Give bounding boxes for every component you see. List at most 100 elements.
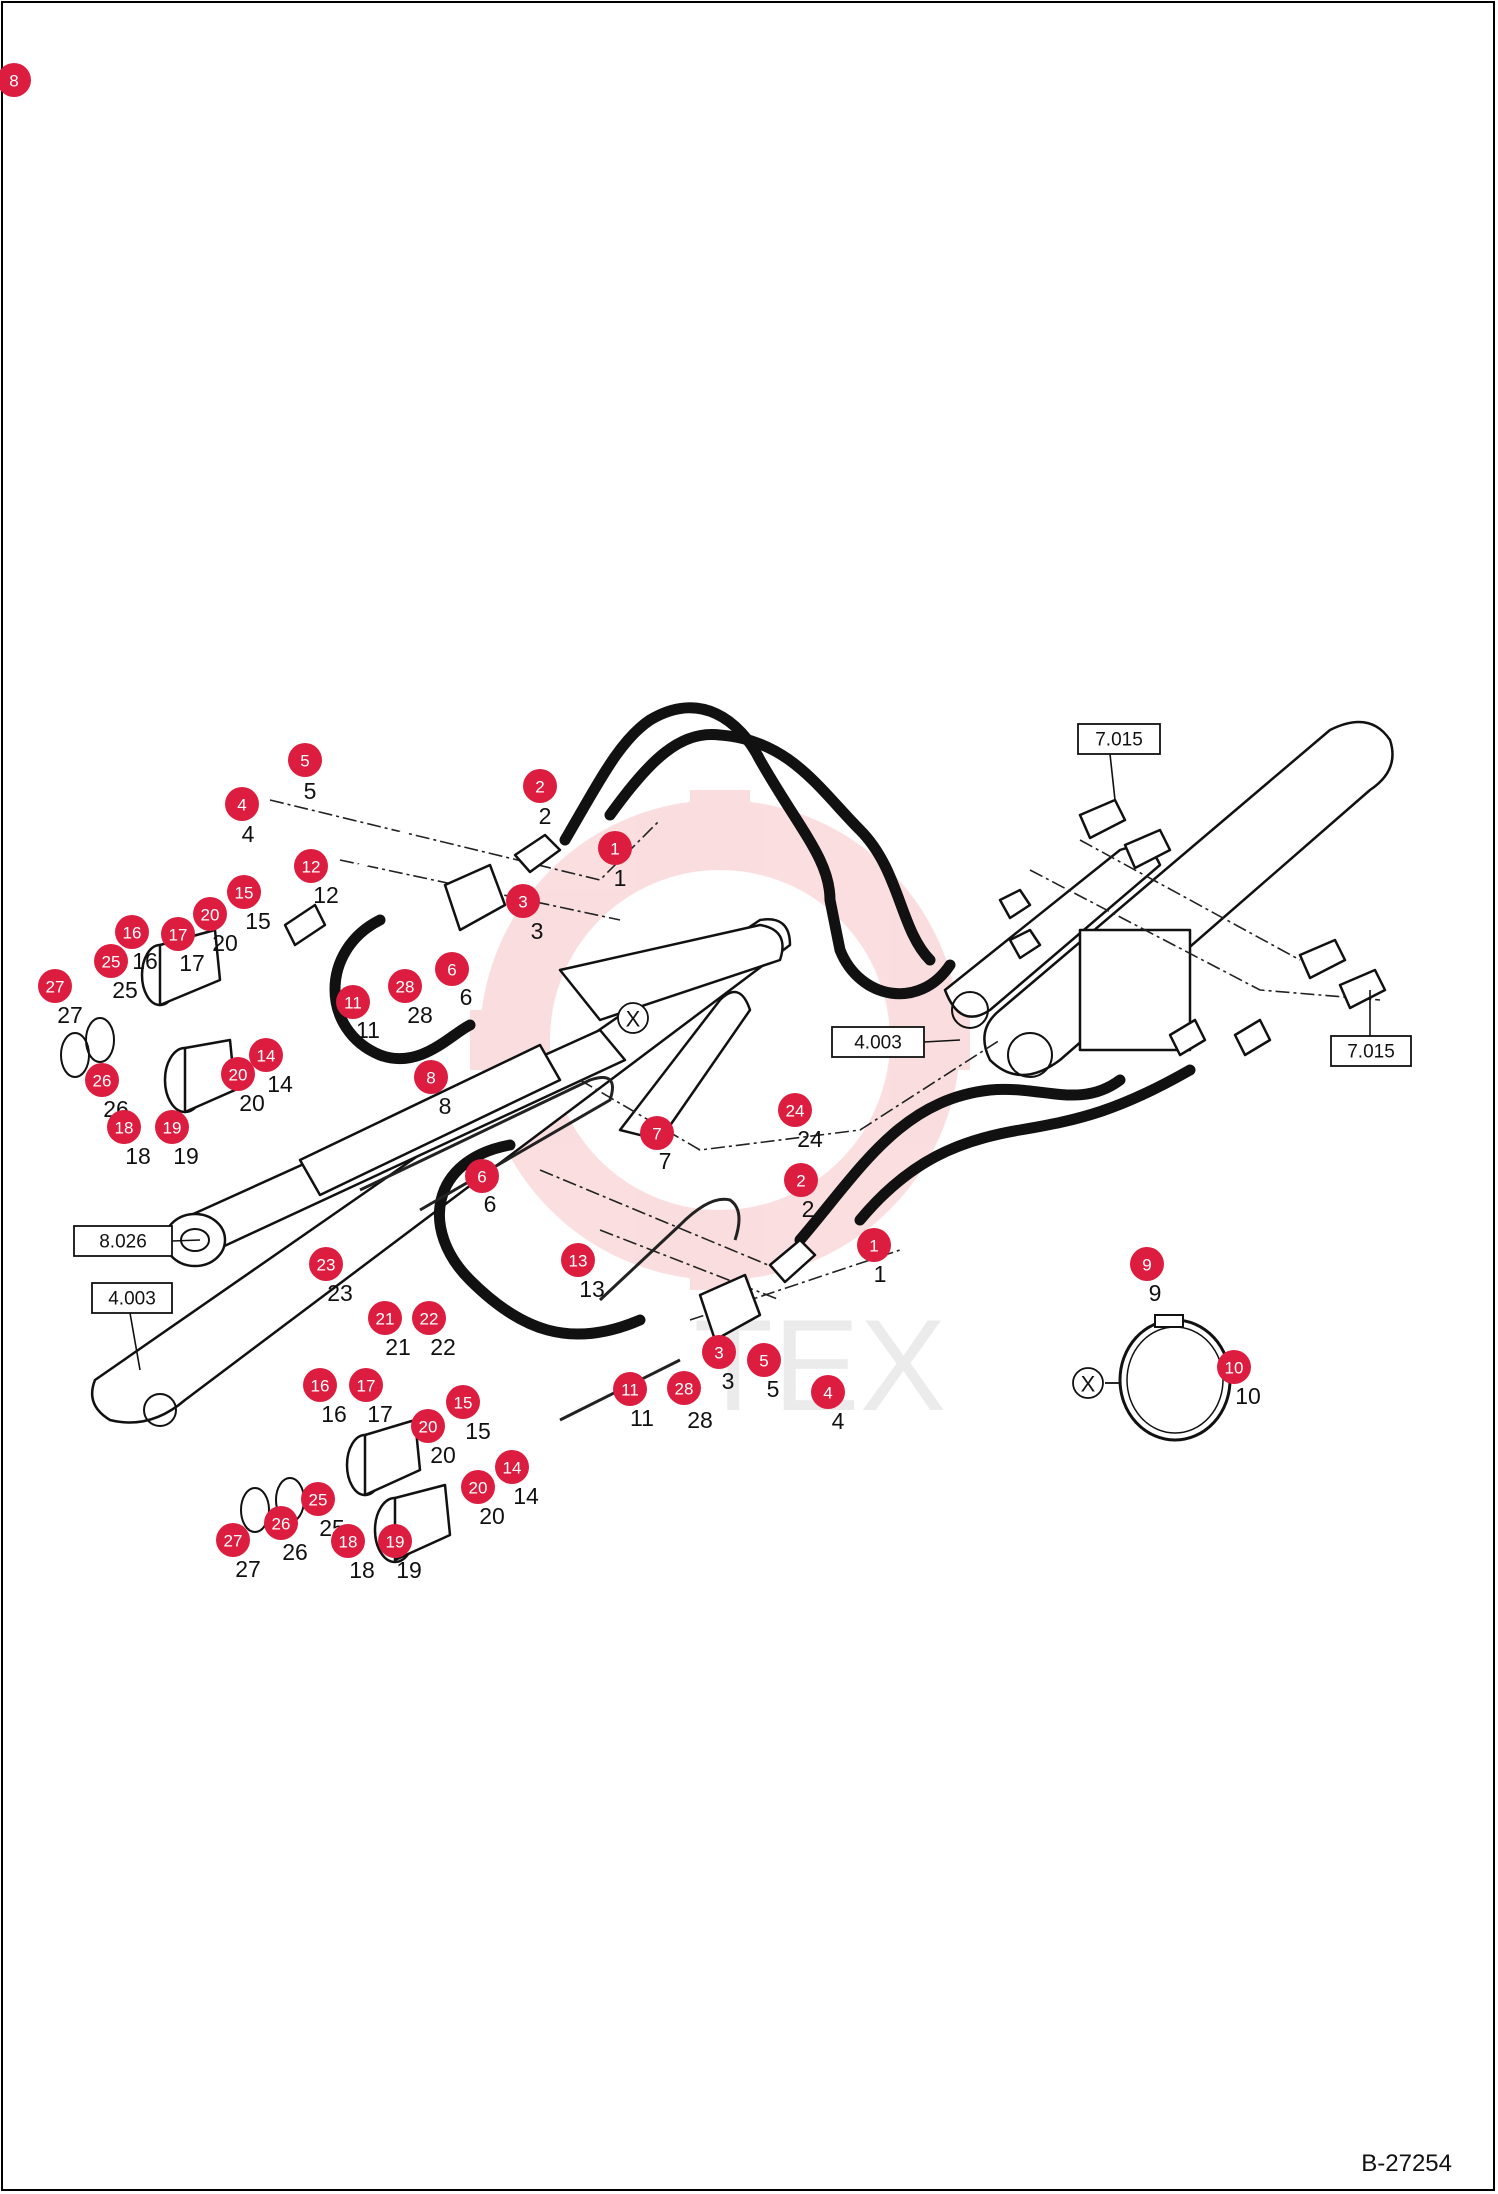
- callout-marker-3-bot[interactable]: 3: [702, 1335, 736, 1369]
- callout-marker-14-bot[interactable]: 14: [495, 1450, 529, 1484]
- part-number-label: 22: [430, 1334, 456, 1360]
- callout-marker-20-bot-b[interactable]: 20: [461, 1470, 495, 1504]
- callout-marker-8-corner[interactable]: 8: [0, 63, 31, 97]
- part-number-label: 26: [282, 1539, 308, 1565]
- callout-number: 25: [102, 953, 121, 972]
- callout-marker-8-mid[interactable]: 8: [414, 1060, 448, 1094]
- callout-marker-25-top[interactable]: 25: [94, 944, 128, 978]
- reference-box-4003-mid: 4.003: [831, 1026, 961, 1058]
- reference-box-label: 4.003: [108, 1289, 156, 1310]
- callout-marker-17-bot[interactable]: 17: [349, 1368, 383, 1402]
- part-number-label: 2: [802, 1196, 815, 1222]
- callout-marker-4-top[interactable]: 4: [225, 787, 259, 821]
- callout-number: 25: [309, 1491, 328, 1510]
- callout-marker-5-top[interactable]: 5: [288, 743, 322, 777]
- callout-marker-20-bot-a[interactable]: 20: [411, 1409, 445, 1443]
- callout-marker-13[interactable]: 13: [561, 1243, 595, 1277]
- callout-marker-4-bot[interactable]: 4: [811, 1375, 845, 1409]
- callout-number: 27: [224, 1532, 243, 1551]
- callout-marker-7[interactable]: 7: [640, 1116, 674, 1150]
- reference-box-7015-right: 7.015: [1330, 990, 1412, 1067]
- callout-number: 1: [610, 840, 619, 859]
- callout-number: 7: [652, 1125, 661, 1144]
- callout-marker-16-top[interactable]: 16: [115, 915, 149, 949]
- view-x-marker-detail: X: [1072, 1367, 1104, 1399]
- callout-marker-27-top[interactable]: 27: [38, 969, 72, 1003]
- part-number-label: 9: [1149, 1280, 1162, 1306]
- callout-marker-3-top[interactable]: 3: [506, 884, 540, 918]
- callout-number: 11: [621, 1381, 639, 1400]
- callout-marker-24[interactable]: 24: [778, 1093, 812, 1127]
- callout-marker-16-bot[interactable]: 16: [303, 1368, 337, 1402]
- callout-marker-9[interactable]: 9: [1130, 1247, 1164, 1281]
- part-number-label: 2: [539, 803, 552, 829]
- callout-marker-27-bot[interactable]: 27: [216, 1523, 250, 1557]
- callout-marker-15-top[interactable]: 15: [227, 875, 261, 909]
- callout-marker-11-top[interactable]: 11: [336, 985, 370, 1019]
- part-number-label: 1: [614, 865, 627, 891]
- callout-number: 17: [169, 926, 188, 945]
- callout-marker-1-top[interactable]: 1: [598, 831, 632, 865]
- callout-number: 19: [386, 1533, 405, 1552]
- callout-number: 12: [302, 858, 321, 877]
- part-number-label: 18: [125, 1143, 151, 1169]
- callout-marker-26-bot[interactable]: 26: [264, 1506, 298, 1540]
- callout-marker-2-mid[interactable]: 2: [784, 1163, 818, 1197]
- part-number-label: 16: [132, 948, 158, 974]
- callout-marker-21[interactable]: 21: [368, 1301, 402, 1335]
- callout-marker-28-bot[interactable]: 28: [667, 1371, 701, 1405]
- callout-marker-15-bot[interactable]: 15: [446, 1385, 480, 1419]
- callout-number: 17: [357, 1377, 376, 1396]
- callout-marker-5-bot[interactable]: 5: [747, 1343, 781, 1377]
- part-number-label: 3: [722, 1368, 735, 1394]
- callout-marker-18-bot[interactable]: 18: [331, 1524, 365, 1558]
- boom-cylinder: [163, 1028, 627, 1268]
- callout-marker-14-top[interactable]: 14: [249, 1038, 283, 1072]
- callout-marker-1-mid[interactable]: 1: [857, 1228, 891, 1262]
- callout-marker-20-top-a[interactable]: 20: [193, 897, 227, 931]
- callout-marker-25-bot[interactable]: 25: [301, 1482, 335, 1516]
- part-number-label: 7: [659, 1148, 672, 1174]
- callout-marker-6-top[interactable]: 6: [435, 952, 469, 986]
- part-number-label: 19: [173, 1143, 199, 1169]
- callout-marker-28-top[interactable]: 28: [388, 969, 422, 1003]
- part-number-label: 15: [465, 1418, 491, 1444]
- callout-marker-6-mid[interactable]: 6: [465, 1159, 499, 1193]
- part-number-label: 17: [367, 1401, 393, 1427]
- reference-leader-line: [923, 1039, 961, 1043]
- callout-marker-18-top[interactable]: 18: [107, 1110, 141, 1144]
- part-number-label: 4: [242, 821, 255, 847]
- callout-marker-23[interactable]: 23: [309, 1247, 343, 1281]
- callout-number: 14: [503, 1459, 522, 1478]
- callout-number: 5: [300, 752, 309, 771]
- callout-marker-19-bot[interactable]: 19: [378, 1524, 412, 1558]
- part-number-label: 5: [304, 778, 317, 804]
- part-number-label: 5: [767, 1376, 780, 1402]
- callout-number: 6: [477, 1168, 486, 1187]
- svg-text:X: X: [1081, 1372, 1096, 1397]
- callout-marker-12[interactable]: 12: [294, 849, 328, 883]
- svg-text:X: X: [626, 1007, 641, 1032]
- callout-marker-26-top[interactable]: 26: [85, 1063, 119, 1097]
- part-number-label: 10: [1235, 1383, 1261, 1409]
- callout-marker-22[interactable]: 22: [412, 1301, 446, 1335]
- callout-marker-20-top-b[interactable]: 20: [221, 1057, 255, 1091]
- part-number-label: 17: [179, 950, 205, 976]
- callout-marker-10[interactable]: 10: [1217, 1350, 1251, 1384]
- callout-number: 4: [823, 1384, 832, 1403]
- callout-number: 8: [426, 1069, 435, 1088]
- callout-number: 20: [229, 1066, 248, 1085]
- callout-marker-19-top[interactable]: 19: [155, 1110, 189, 1144]
- callout-marker-17-top[interactable]: 17: [161, 917, 195, 951]
- callout-number: 24: [786, 1102, 805, 1121]
- part-number-label: 14: [267, 1071, 293, 1097]
- callout-number: 4: [237, 796, 246, 815]
- callout-number: 26: [272, 1515, 291, 1534]
- callout-marker-2-top[interactable]: 2: [523, 769, 557, 803]
- callout-number: 15: [235, 884, 254, 903]
- callout-number: 14: [257, 1047, 276, 1066]
- callout-marker-11-bot[interactable]: 11: [613, 1372, 647, 1406]
- callout-number: 26: [93, 1072, 112, 1091]
- part-number-label: 18: [349, 1557, 375, 1583]
